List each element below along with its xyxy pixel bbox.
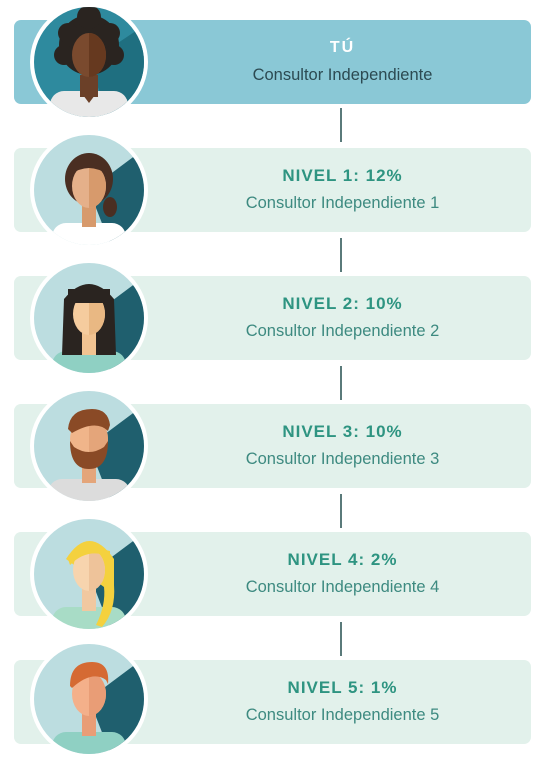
connector-line xyxy=(340,366,342,400)
level-1-title: NIVEL 1: 12% xyxy=(282,166,403,185)
level-5-subtitle: Consultor Independiente 5 xyxy=(245,706,440,724)
man-beard-avatar xyxy=(30,387,148,505)
top-card-title: TÚ xyxy=(329,39,356,56)
woman-ponytail-avatar xyxy=(30,131,148,249)
level-2-subtitle: Consultor Independiente 2 xyxy=(245,322,440,340)
connector-line xyxy=(340,494,342,528)
level-4-subtitle: Consultor Independiente 4 xyxy=(245,578,440,596)
connector-line xyxy=(340,238,342,272)
woman-long-hair-avatar xyxy=(30,259,148,377)
level-4-title: NIVEL 4: 2% xyxy=(287,550,398,569)
level-2-title: NIVEL 2: 10% xyxy=(282,294,403,313)
woman-curly-hair-avatar xyxy=(30,3,148,121)
level-3-subtitle: Consultor Independiente 3 xyxy=(245,450,440,468)
level-1-subtitle: Consultor Independiente 1 xyxy=(245,194,440,212)
top-card-subtitle: Consultor Independiente xyxy=(252,66,433,84)
woman-blonde-avatar xyxy=(30,515,148,633)
connector-line xyxy=(340,622,342,656)
connector-line xyxy=(340,108,342,142)
level-3-title: NIVEL 3: 10% xyxy=(282,422,403,441)
man-redhead-avatar xyxy=(30,640,148,758)
level-5-title: NIVEL 5: 1% xyxy=(287,678,398,697)
